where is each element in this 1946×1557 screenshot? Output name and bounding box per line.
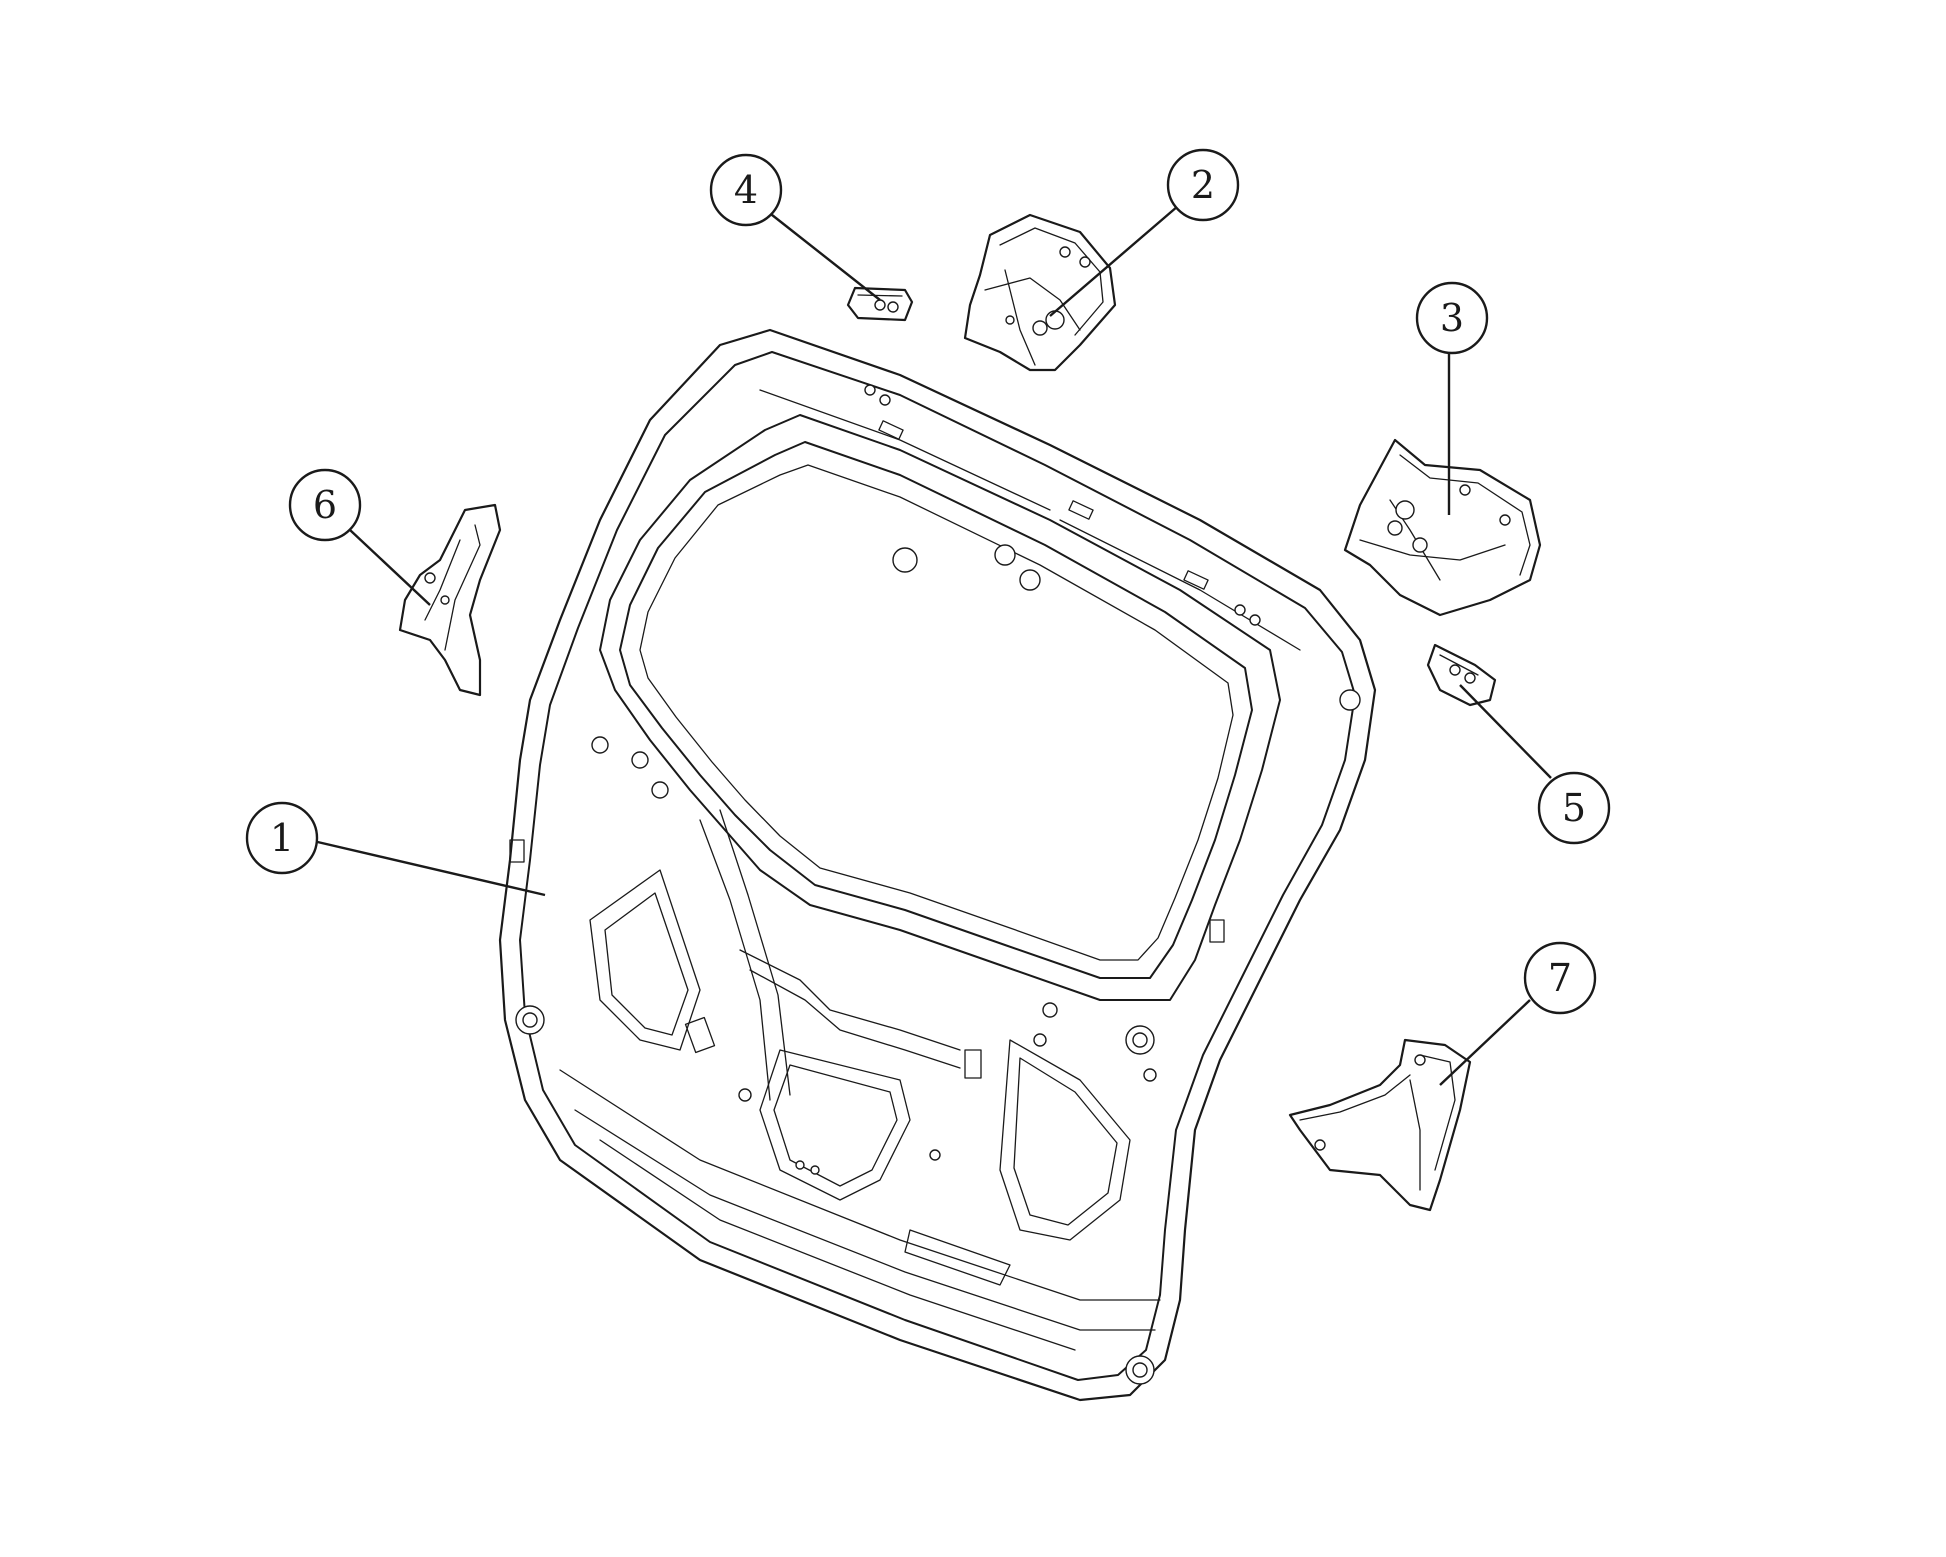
hinge-reinforcement-right xyxy=(1343,438,1542,617)
callout-4-label: 4 xyxy=(734,168,758,212)
callout-2: 2 xyxy=(1166,148,1240,222)
callout-4: 4 xyxy=(709,153,783,227)
callout-6-label: 6 xyxy=(313,483,337,527)
leader-4 xyxy=(766,210,881,301)
side-bracket-right-lower xyxy=(1288,1038,1472,1212)
callout-3-label: 3 xyxy=(1440,296,1464,340)
callout-7: 7 xyxy=(1523,941,1597,1015)
leader-6 xyxy=(349,529,431,606)
callout-1: 1 xyxy=(245,801,319,875)
leader-7 xyxy=(1439,999,1531,1086)
callout-3: 3 xyxy=(1415,281,1489,355)
callout-7-label: 7 xyxy=(1548,956,1572,1000)
side-bracket-left xyxy=(398,503,502,697)
callout-5: 5 xyxy=(1537,771,1611,845)
leader-2 xyxy=(1049,205,1179,317)
nut-plate-upper xyxy=(846,286,914,322)
callout-5-label: 5 xyxy=(1562,786,1586,830)
callout-1-label: 1 xyxy=(270,816,294,860)
callout-2-label: 2 xyxy=(1191,163,1215,207)
liftgate-inner-panel xyxy=(498,328,1377,1402)
hinge-reinforcement-upper-right xyxy=(963,213,1117,372)
leader-1 xyxy=(308,838,546,897)
leader-lines xyxy=(308,205,1552,1086)
callout-6: 6 xyxy=(288,468,362,542)
nut-plate-right xyxy=(1426,643,1497,707)
leader-5 xyxy=(1459,684,1552,779)
